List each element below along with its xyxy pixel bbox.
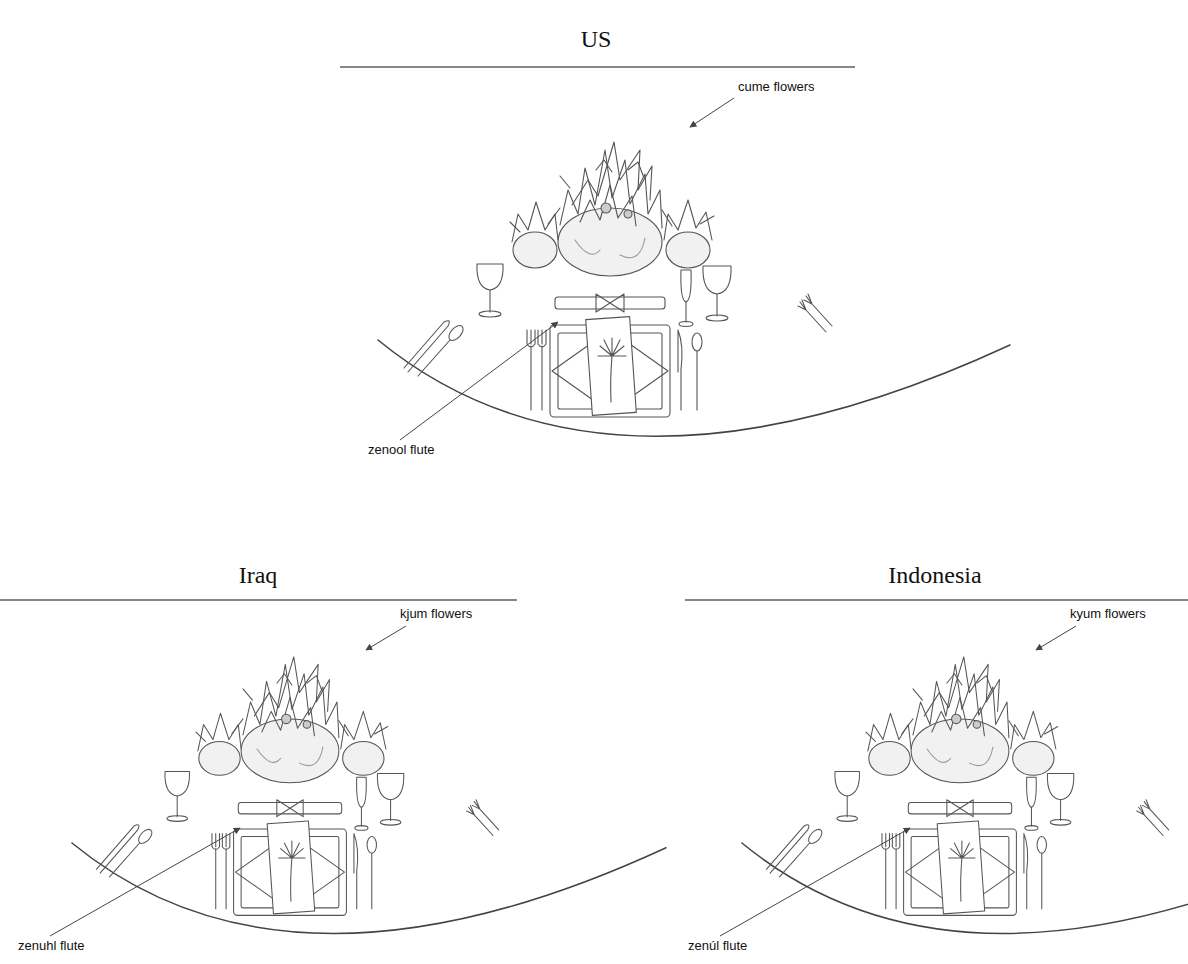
leader-arrow	[720, 828, 910, 936]
table-sketch	[378, 142, 1010, 436]
leader-arrow	[50, 828, 240, 936]
table-sketch	[742, 657, 1188, 934]
callout-label: kjum flowers	[400, 607, 472, 621]
callout-label: kyum flowers	[1070, 607, 1146, 621]
callout-label: zenúl flute	[688, 939, 747, 953]
callout-label: zenuhl flute	[18, 939, 85, 953]
table-sketch	[72, 657, 666, 934]
leader-arrow	[1036, 626, 1076, 650]
heading-rule	[685, 599, 1188, 600]
heading-rule	[0, 599, 517, 600]
leader-arrow	[690, 98, 734, 127]
leader-arrow	[366, 626, 406, 650]
callout-label: zenool flute	[368, 443, 435, 457]
callout-label: cume flowers	[738, 80, 815, 94]
panel-heading: Indonesia	[888, 562, 981, 588]
panel-heading: Iraq	[239, 562, 278, 588]
panel-heading: US	[581, 26, 612, 52]
heading-rule	[340, 66, 855, 67]
leader-arrow	[400, 322, 558, 440]
